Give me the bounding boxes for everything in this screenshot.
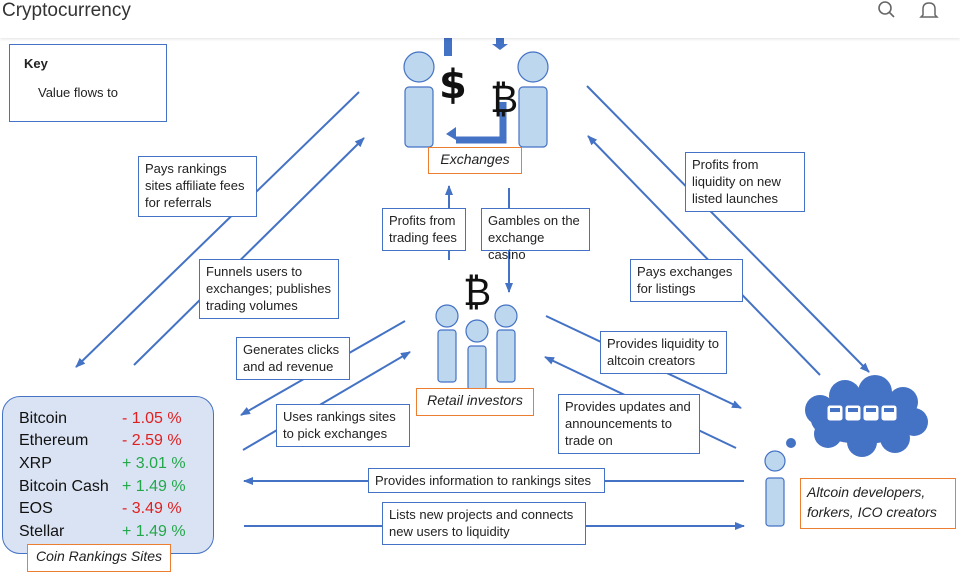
coin-name: Stellar <box>19 523 65 540</box>
coin-change: - 2.59 % <box>122 432 182 449</box>
label-provides-info: Provides information to rankings sites <box>368 468 605 493</box>
label-provides-liquidity: Provides liquidity to altcoin creators <box>600 331 727 374</box>
arrow-altcoin-to-exchanges <box>587 135 821 376</box>
rank-row-stellar: Stellar + 1.49 % <box>19 523 214 545</box>
key-box: Key Value flows to <box>9 44 167 122</box>
coin-rankings-label: Coin Rankings Sites <box>27 544 171 572</box>
label-pays-exchanges: Pays exchanges for listings <box>630 259 743 302</box>
coin-rankings-panel: Bitcoin - 1.05 % Ethereum - 2.59 % XRP +… <box>2 396 214 554</box>
dollar-symbol: $ <box>439 62 467 108</box>
label-generates-clicks: Generates clicks and ad revenue <box>236 337 350 380</box>
coin-name: Bitcoin Cash <box>19 478 109 495</box>
coin-name: EOS <box>19 500 53 517</box>
altcoin-creators-label: Altcoin developers, forkers, ICO creator… <box>800 478 956 529</box>
retail-figures: ₿ <box>435 270 518 391</box>
arrow-exchanges-to-altcoin <box>586 85 870 373</box>
key-title: Key <box>24 56 48 71</box>
bitcoin-symbol-retail: ₿ <box>463 270 491 314</box>
label-lists-projects: Lists new projects and connects new user… <box>382 502 586 545</box>
rank-row-ethereum: Ethereum - 2.59 % <box>19 432 214 454</box>
arrow-rankings-to-retail <box>242 351 411 451</box>
label-profits-trading: Profits from trading fees <box>382 208 466 251</box>
coin-change: + 1.49 % <box>122 478 186 495</box>
label-profits-liquidity: Profits from liquidity on new listed lau… <box>685 152 805 212</box>
label-uses-rankings: Uses rankings sites to pick exchanges <box>276 404 410 447</box>
rank-row-eos: EOS - 3.49 % <box>19 500 214 522</box>
retail-investors-label: Retail investors <box>416 388 534 416</box>
coin-change: - 1.05 % <box>122 410 182 427</box>
rank-row-bitcoin-cash: Bitcoin Cash + 1.49 % <box>19 478 214 500</box>
top-bar: Cryptocurrency <box>0 0 960 38</box>
coin-change: + 1.49 % <box>122 523 186 540</box>
key-label: Value flows to <box>38 85 118 100</box>
rank-row-xrp: XRP + 3.01 % <box>19 455 214 477</box>
exchanges-figures: $ ₿ <box>403 38 549 148</box>
label-provides-updates: Provides updates and announcements to tr… <box>558 394 700 454</box>
coin-change: + 3.01 % <box>122 455 186 472</box>
rank-row-bitcoin: Bitcoin - 1.05 % <box>19 410 214 432</box>
coin-change: - 3.49 % <box>122 500 182 517</box>
page-title: Cryptocurrency <box>2 0 131 21</box>
exchanges-label: Exchanges <box>428 147 522 174</box>
label-funnels-users: Funnels users to exchanges; publishes tr… <box>199 259 339 319</box>
coin-name: Bitcoin <box>19 410 68 427</box>
arrow-exchanges-to-rankings <box>75 91 360 368</box>
search-icon[interactable] <box>876 0 898 22</box>
label-pays-rankings: Pays rankings sites affiliate fees for r… <box>138 156 257 217</box>
arrow-rankings-to-exchanges <box>133 137 365 366</box>
altcoin-figure <box>764 375 928 527</box>
label-gambles: Gambles on the exchange casino <box>481 208 590 262</box>
bell-icon[interactable] <box>918 0 940 22</box>
coin-name: XRP <box>19 455 52 472</box>
coin-name: Ethereum <box>19 432 89 449</box>
bitcoin-symbol-exchanges: ₿ <box>490 77 518 121</box>
